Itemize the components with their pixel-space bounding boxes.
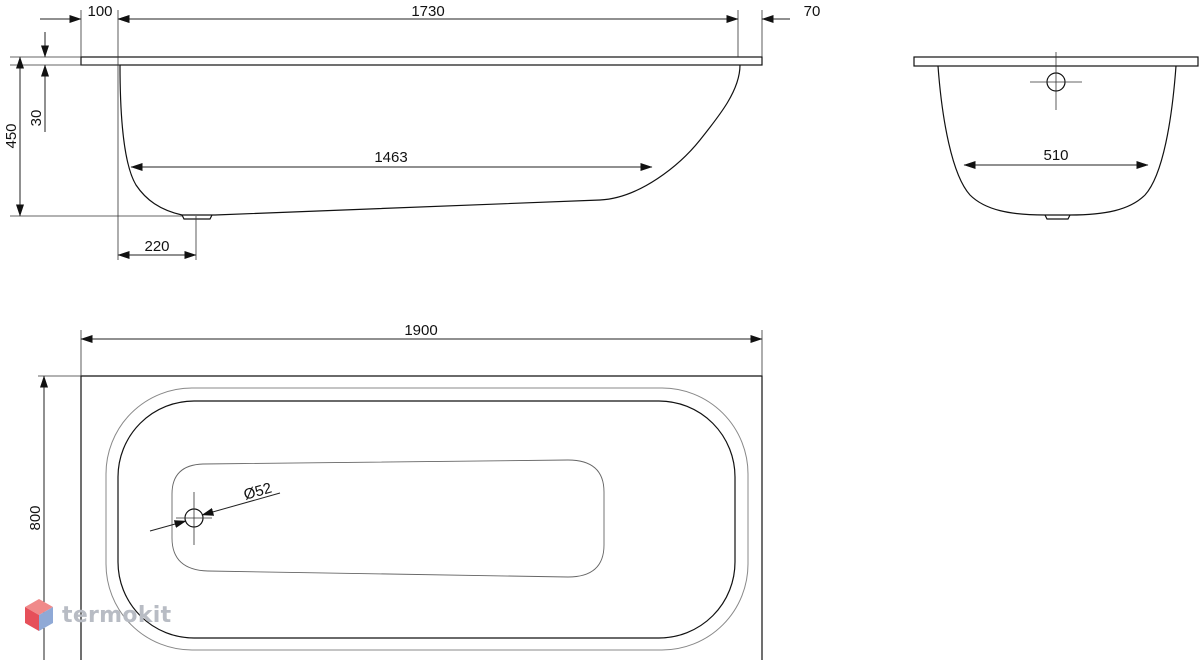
- dim-drain-diameter-label: Ø52: [242, 480, 274, 504]
- top-rim-outline: [80, 375, 763, 660]
- dim-rim-left-label: 100: [87, 3, 112, 20]
- end-tub-body: [937, 65, 1177, 216]
- top-bottom-area: [171, 459, 605, 578]
- dim-total-length-label: 1900: [404, 322, 437, 339]
- dim-height-label: 450: [3, 123, 20, 148]
- side-drain-foot: [181, 214, 213, 220]
- side-view: 100 1730 70 450 30 1463 220: [3, 3, 820, 260]
- top-bowl-outer: [105, 387, 749, 651]
- dim-drain-offset-label: 220: [144, 238, 169, 255]
- hexagon-cube-logo-icon: [25, 599, 53, 631]
- dim-total-width-label: 800: [27, 505, 44, 530]
- dim-rim-right-label: 70: [804, 3, 821, 20]
- side-rim: [80, 56, 763, 66]
- top-view: Ø52 1900 800: [27, 322, 763, 660]
- watermark: termokit: [24, 597, 171, 633]
- watermark-text: termokit: [62, 602, 172, 628]
- dim-rim-height-label: 30: [28, 110, 45, 127]
- dim-inner-length-label: 1730: [411, 3, 444, 20]
- side-tub-body: [119, 64, 741, 216]
- dim-bottom-length-label: 1463: [374, 149, 407, 166]
- end-view: 510: [913, 52, 1199, 220]
- top-bowl-inner: [117, 400, 736, 639]
- dim-drain-diameter-line: [149, 520, 187, 532]
- end-drain-foot: [1044, 214, 1071, 220]
- dim-bottom-width-label: 510: [1043, 147, 1068, 164]
